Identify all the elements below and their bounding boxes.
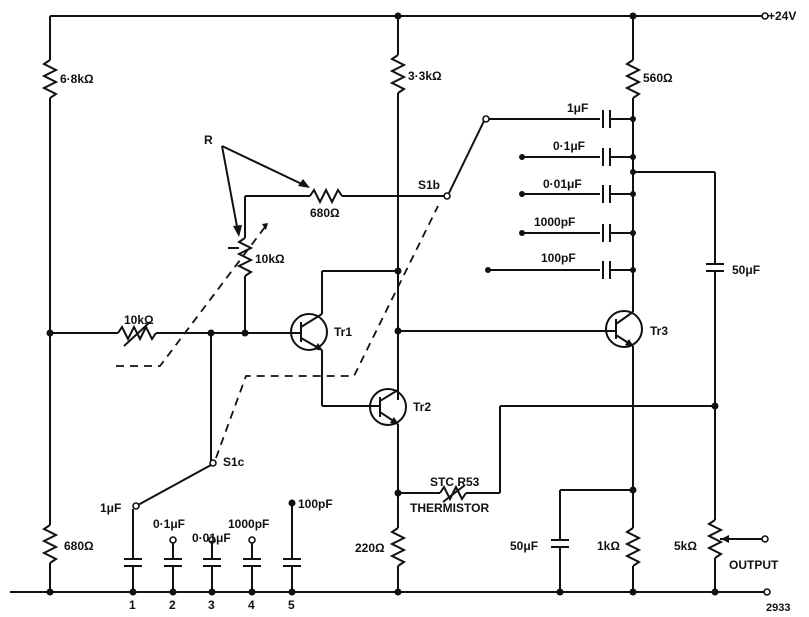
- label-cap-bottom-1: 1μF: [100, 501, 121, 515]
- label-position-4: 4: [248, 598, 255, 612]
- label-tr1: Tr1: [334, 325, 352, 339]
- label-output: OUTPUT: [729, 558, 779, 572]
- label-pot-10k-vert: 10kΩ: [255, 252, 285, 266]
- label-position-3: 3: [208, 598, 215, 612]
- transistor-tr1: [290, 270, 398, 407]
- supply-label: +24V: [768, 9, 796, 23]
- label-cap-bottom-3: 0·01μF: [192, 531, 231, 545]
- label-cap-right-2: 0·1μF: [553, 139, 585, 153]
- label-cap-50uF-right: 50μF: [732, 263, 760, 277]
- label-cap-right-1: 1μF: [567, 101, 588, 115]
- label-r-1k: 1kΩ: [597, 539, 620, 553]
- transistor-tr3: [398, 310, 643, 592]
- bottom-capacitor-bank: [124, 499, 301, 596]
- left-branch: [41, 16, 59, 596]
- label-r-220: 220Ω: [355, 541, 385, 555]
- label-r-3k3: 3·3kΩ: [408, 69, 442, 83]
- label-r-680-top: 680Ω: [310, 206, 340, 220]
- s1c-switch: [132, 333, 217, 510]
- label-position-5: 5: [288, 598, 295, 612]
- label-r-6k8: 6·8kΩ: [60, 72, 94, 86]
- output-pot-5k: [706, 519, 769, 596]
- transistor-tr2: [369, 388, 407, 592]
- label-cap-right-4: 1000pF: [534, 215, 575, 229]
- r680-top-and-s1b: [245, 120, 485, 205]
- label-s1b: S1b: [418, 178, 440, 192]
- cap-50uF-right: [633, 171, 724, 520]
- pot-10k-vertical: [228, 196, 254, 337]
- thermistor-feedback: [398, 405, 715, 503]
- label-cap-bottom-5: 100pF: [298, 497, 333, 511]
- center-branch: [389, 12, 407, 400]
- label-r-560: 560Ω: [643, 71, 673, 85]
- label-R: R: [204, 133, 213, 147]
- label-cap-right-3: 0·01μF: [543, 177, 582, 191]
- figure-number: 2933: [766, 602, 790, 614]
- right-capacitor-bank: [482, 110, 633, 279]
- label-tr3: Tr3: [650, 324, 668, 338]
- pot-10k-horizontal: [50, 321, 290, 347]
- label-position-2: 2: [169, 598, 176, 612]
- label-cap-bottom-4: 1000pF: [228, 517, 269, 531]
- r-annotation-arrows: [221, 145, 310, 237]
- label-tr2: Tr2: [413, 400, 431, 414]
- label-pot-10k-horiz: 10kΩ: [124, 313, 154, 327]
- label-cap-bottom-2: 0·1μF: [153, 517, 185, 531]
- cap-50uF-bottom: [394, 489, 637, 596]
- ground-rail: [10, 588, 771, 596]
- label-position-1: 1: [129, 598, 136, 612]
- label-thermistor-1: STC R53: [430, 475, 480, 489]
- supply-rail: [50, 12, 769, 20]
- label-cap-50uF-bottom: 50μF: [510, 539, 538, 553]
- label-cap-right-5: 100pF: [541, 251, 576, 265]
- label-s1c: S1c: [223, 455, 245, 469]
- right-branch: [624, 12, 642, 312]
- ganging-dashed-links: [116, 205, 439, 459]
- label-r-680-bottom: 680Ω: [64, 539, 94, 553]
- label-r-5k: 5kΩ: [674, 539, 697, 553]
- label-thermistor-2: THERMISTOR: [410, 501, 489, 515]
